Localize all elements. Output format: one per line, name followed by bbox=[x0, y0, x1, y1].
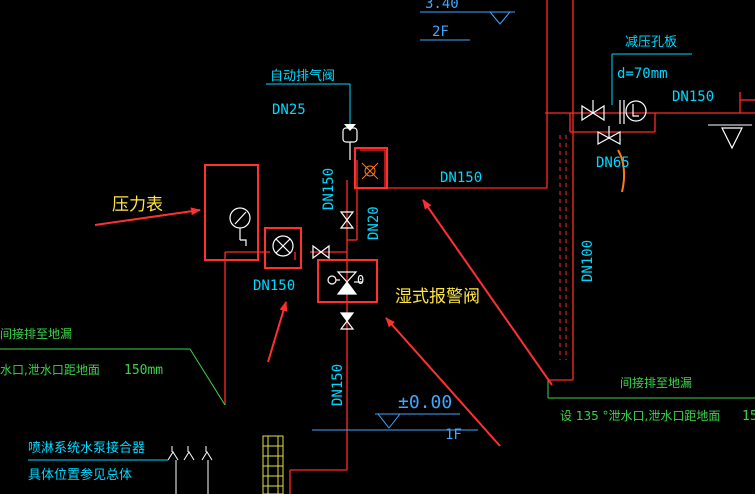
wet-alarm-valve-box bbox=[317, 259, 378, 303]
left-drain-line-2: 水口,泄水口距地面 bbox=[0, 363, 100, 377]
dn25-label: DN25 bbox=[272, 102, 306, 118]
annotation-arrows bbox=[94, 199, 553, 447]
dn150-top-right-label: DN150 bbox=[672, 89, 714, 105]
dn150-horizontal-label: DN150 bbox=[440, 170, 482, 186]
right-drain-line-2: 设 135 °泄水口,泄水口距地面 bbox=[560, 409, 720, 423]
wet-alarm-valve-symbol: 0 bbox=[327, 271, 364, 295]
alarm-bell-box bbox=[354, 147, 388, 189]
hatched-column bbox=[262, 435, 284, 494]
orifice-diameter-label: d=70mm bbox=[617, 66, 668, 82]
flow-indicator-symbol bbox=[272, 235, 294, 257]
right-drain-line-3: 15 bbox=[742, 409, 755, 424]
pump-adapter-line-2: 具体位置参见总体 bbox=[28, 467, 132, 483]
top-elevation-text: 3.40 bbox=[425, 0, 459, 12]
left-drain-line-1: 间接排至地漏 bbox=[0, 326, 72, 341]
dn150-lower-label: DN150 bbox=[330, 364, 346, 406]
svg-text:0: 0 bbox=[357, 273, 364, 287]
right-drain-note: 间接排至地漏 设 135 °泄水口,泄水口距地面 15 bbox=[547, 375, 755, 424]
dn150-vertical-label: DN150 bbox=[321, 168, 337, 210]
dn150-under-valve-label: DN150 bbox=[253, 278, 295, 294]
left-drain-line-3: 150mm bbox=[124, 363, 163, 378]
auto-vent-branch: 自动排气阀 DN25 bbox=[266, 68, 358, 160]
pressure-gauge-box bbox=[204, 164, 259, 261]
auto-vent-valve-label: 自动排气阀 bbox=[270, 68, 335, 84]
floor-2-level-mark: 3.40 2F bbox=[420, 0, 515, 41]
floor-1-level-mark: ±0.00 1F bbox=[312, 392, 478, 443]
reducing-orifice-label: 减压孔板 bbox=[625, 35, 677, 50]
dn65-label: DN65 bbox=[596, 155, 630, 171]
floor-1-text: 1F bbox=[445, 427, 462, 443]
main-pipes bbox=[224, 0, 755, 494]
dn100-label: DN100 bbox=[580, 240, 596, 282]
alarm-bell-symbol bbox=[361, 162, 379, 180]
floor-2-text: 2F bbox=[432, 24, 449, 40]
left-drain-note: 间接排至地漏 水口,泄水口距地面 150mm bbox=[0, 326, 226, 406]
flow-indicator-box bbox=[264, 227, 302, 269]
pressure-gauge-symbol bbox=[229, 207, 251, 246]
right-drain-line-1: 间接排至地漏 bbox=[620, 375, 692, 390]
reducing-orifice: 减压孔板 d=70mm DN150 DN65 bbox=[596, 35, 752, 171]
pump-adapter-note: 喷淋系统水泵接合器 具体位置参见总体 bbox=[28, 440, 213, 494]
wet-alarm-valve-callout: 湿式报警阀 bbox=[395, 287, 480, 307]
zero-elevation-text: ±0.00 bbox=[398, 392, 452, 413]
pressure-gauge-callout: 压力表 bbox=[112, 195, 163, 215]
valves bbox=[312, 100, 621, 330]
pump-adapter-line-1: 喷淋系统水泵接合器 bbox=[28, 440, 145, 456]
annotation-boxes bbox=[204, 147, 388, 303]
dashed-pipes bbox=[559, 135, 626, 360]
dn20-label: DN20 bbox=[366, 206, 382, 240]
